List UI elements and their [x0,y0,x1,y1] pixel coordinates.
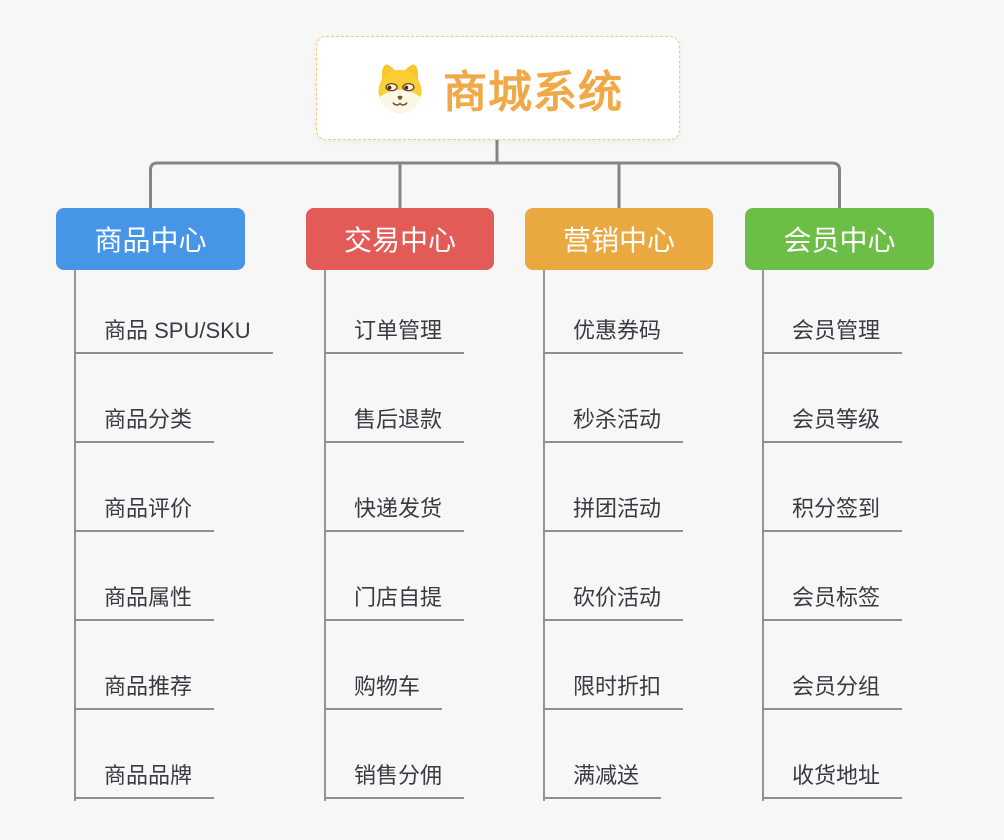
topic-item[interactable]: 售后退款 [324,407,465,443]
branch-marketing-center[interactable]: 营销中心 [525,208,713,270]
topic-item[interactable]: 订单管理 [324,318,465,354]
topic-item[interactable]: 会员等级 [762,407,903,443]
topic-item[interactable]: 商品推荐 [74,674,215,710]
topic-item[interactable]: 会员分组 [762,674,903,710]
topic-item[interactable]: 商品评价 [74,496,215,532]
topic-item[interactable]: 商品品牌 [74,763,215,799]
root-title: 商城系统 [443,68,623,117]
topic-item[interactable]: 积分签到 [762,496,903,532]
branch-label: 商品中心 [94,225,207,256]
topic-item[interactable]: 门店自提 [324,585,465,621]
branch-member-center[interactable]: 会员中心 [745,208,934,270]
branch-label: 会员中心 [783,225,896,256]
topic-item[interactable]: 优惠券码 [543,318,684,354]
topic-item[interactable]: 购物车 [324,674,443,710]
topic-item[interactable]: 满减送 [543,763,662,799]
branch-product-center[interactable]: 商品中心 [56,208,245,270]
topic-item[interactable]: 拼团活动 [543,496,684,532]
topic-item[interactable]: 快递发货 [324,496,465,532]
topic-item[interactable]: 会员标签 [762,585,903,621]
topic-item[interactable]: 商品 SPU/SKU [74,318,273,354]
shiba-dog-icon [373,61,427,115]
branch-label: 交易中心 [343,225,456,256]
topic-item[interactable]: 商品属性 [74,585,215,621]
branch-trade-center[interactable]: 交易中心 [306,208,494,270]
branch-label: 营销中心 [562,225,675,256]
topic-item[interactable]: 会员管理 [762,318,903,354]
topic-item[interactable]: 商品分类 [74,407,215,443]
root-topic[interactable]: 商城系统 [316,36,680,140]
topic-item[interactable]: 限时折扣 [543,674,684,710]
topic-item[interactable]: 砍价活动 [543,585,684,621]
topic-item[interactable]: 销售分佣 [324,763,465,799]
topic-item[interactable]: 秒杀活动 [543,407,684,443]
topic-item[interactable]: 收货地址 [762,763,903,799]
